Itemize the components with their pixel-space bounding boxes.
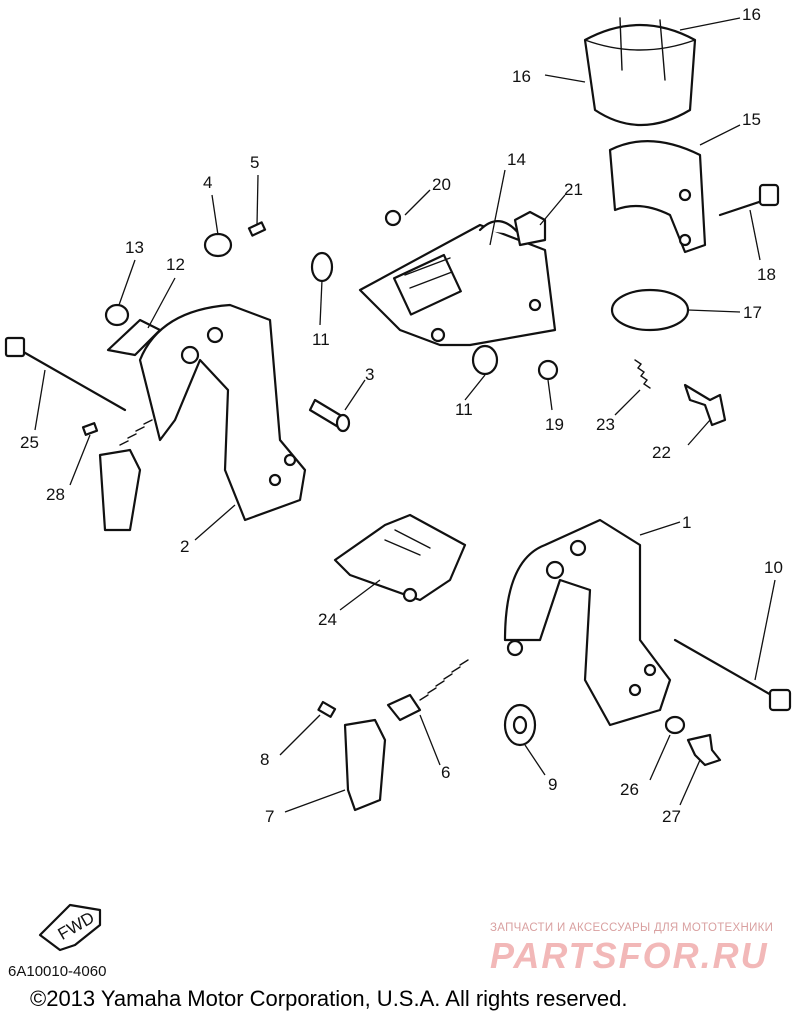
callout: 17: [743, 303, 762, 322]
callout: 23: [596, 415, 615, 434]
part-10-bolt[interactable]: [673, 638, 792, 712]
callout: 1: [682, 513, 691, 532]
callout: 12: [166, 255, 185, 274]
copyright-notice: ©2013 Yamaha Motor Corporation, U.S.A. A…: [30, 986, 628, 1011]
callout: 15: [742, 110, 761, 129]
catalog-number: 6A10010-4060: [8, 963, 107, 980]
part-14-swivel-bracket[interactable]: [358, 220, 557, 347]
part-11-washer-lower[interactable]: [471, 344, 499, 376]
callout: 10: [764, 558, 783, 577]
callout: 7: [265, 807, 274, 826]
part-9-pad[interactable]: [503, 703, 537, 747]
callout: 6: [441, 763, 450, 782]
callout: 14: [507, 150, 526, 169]
callout: 11: [312, 330, 330, 349]
part-27-wing-nut[interactable]: [686, 733, 722, 767]
callout: 26: [620, 780, 639, 799]
part-5-pin[interactable]: [247, 221, 267, 237]
watermark-tagline: ЗАПЧАСТИ И АКСЕССУАРЫ ДЛЯ МОТОТЕХНИКИ: [490, 922, 774, 934]
callout: 19: [545, 415, 564, 434]
callout: 9: [548, 775, 557, 794]
fwd-arrow: FWD: [38, 903, 102, 952]
part-16-bushing[interactable]: [583, 17, 697, 126]
part-13-nut[interactable]: [104, 303, 130, 327]
part-4-bushing[interactable]: [203, 232, 233, 258]
part-18-bolt[interactable]: [718, 183, 780, 217]
callout: 20: [432, 175, 451, 194]
callout: 28: [46, 485, 65, 504]
callout: 4: [203, 173, 212, 192]
part-17-o-ring[interactable]: [610, 288, 690, 332]
part-7-lever[interactable]: [343, 718, 387, 812]
part-24-thrust-rod-holder[interactable]: [333, 513, 467, 603]
part-1-clamp-bracket[interactable]: [503, 518, 672, 727]
part-25-bolt[interactable]: [4, 336, 127, 412]
part-26-washer[interactable]: [664, 715, 686, 735]
callout: 22: [652, 443, 671, 462]
callout: 16: [512, 67, 531, 86]
part-6-screw[interactable]: [386, 659, 469, 722]
watermark-logo: PARTSFOR.RU: [490, 935, 769, 976]
callout: 8: [260, 750, 269, 769]
part-19-nut[interactable]: [537, 359, 559, 381]
callout: 25: [20, 433, 39, 452]
callout: 11: [455, 400, 473, 419]
part-20-nut[interactable]: [384, 209, 402, 227]
part-15-collar[interactable]: [608, 140, 707, 254]
callout: 27: [662, 807, 681, 826]
callout: 18: [757, 265, 776, 284]
part-numbers: 16 16 15 14 21 20 18 17 5 4 13 12 11 3 1…: [20, 5, 783, 826]
callout: 5: [250, 153, 259, 172]
callout: 3: [365, 365, 374, 384]
callout: 13: [125, 238, 144, 257]
part-2-clamp-bracket[interactable]: [98, 303, 307, 532]
part-22-wing-bolt[interactable]: [683, 383, 727, 427]
callout: 2: [180, 537, 189, 556]
callout: 16: [742, 5, 761, 24]
leader-lines: [34, 17, 776, 813]
part-23-spring[interactable]: [634, 359, 651, 389]
part-21-pad[interactable]: [513, 210, 547, 247]
callout: 21: [564, 180, 583, 199]
part-11-washer-upper[interactable]: [310, 251, 334, 283]
part-28-pin[interactable]: [81, 422, 99, 436]
callout: 24: [318, 610, 337, 629]
part-8-pin[interactable]: [317, 700, 337, 718]
part-3-pin[interactable]: [308, 398, 351, 433]
